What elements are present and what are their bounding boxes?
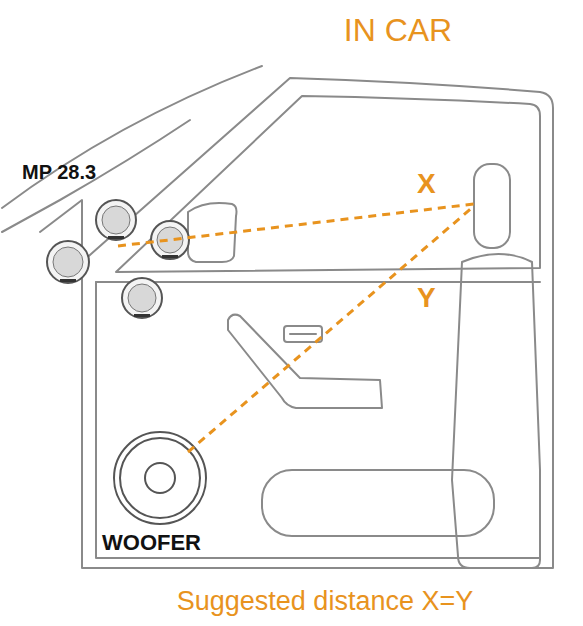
distance-label: X [417, 170, 436, 198]
diagram-caption: Suggested distance X=Y [177, 588, 473, 615]
diagram-title: IN CAR [344, 14, 452, 46]
speaker-label: MP 28.3 [22, 162, 96, 182]
woofer-label: WOOFER [102, 532, 201, 554]
distance-label: Y [417, 284, 436, 312]
